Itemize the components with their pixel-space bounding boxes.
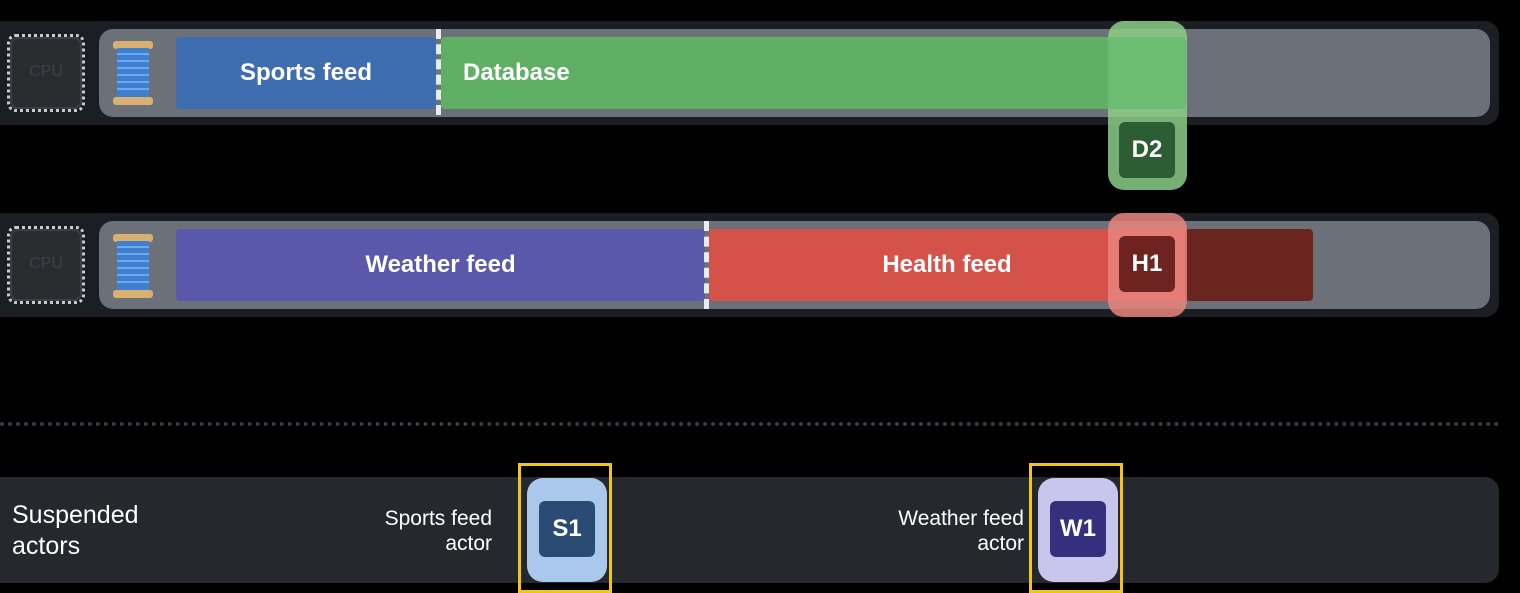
suspended-actors-title: Suspended actors	[12, 501, 139, 560]
dotted-separator	[0, 422, 1500, 426]
w1-badge: W1	[1050, 501, 1106, 557]
task-switch-divider	[436, 29, 441, 115]
database-segment-overlap	[1108, 37, 1186, 109]
suspended-actors-panel	[0, 477, 1499, 583]
thread-spool-icon	[113, 234, 153, 298]
health-feed-pending-segment	[1185, 229, 1313, 301]
sports-feed-actor-label: Sports feed actor	[384, 507, 492, 555]
sports-feed-segment: Sports feed	[176, 37, 436, 109]
thread-spool-icon	[113, 41, 153, 105]
h1-badge: H1	[1119, 236, 1175, 292]
database-segment: Database	[441, 37, 1186, 109]
health-feed-segment: Health feed	[709, 229, 1185, 301]
weather-feed-segment: Weather feed	[176, 229, 705, 301]
task-switch-divider	[704, 221, 709, 309]
cpu-icon: CPU	[7, 34, 85, 112]
d2-badge: D2	[1119, 122, 1175, 178]
s1-badge: S1	[539, 501, 595, 557]
weather-feed-actor-label: Weather feed actor	[898, 507, 1024, 555]
cpu-icon: CPU	[7, 226, 85, 304]
